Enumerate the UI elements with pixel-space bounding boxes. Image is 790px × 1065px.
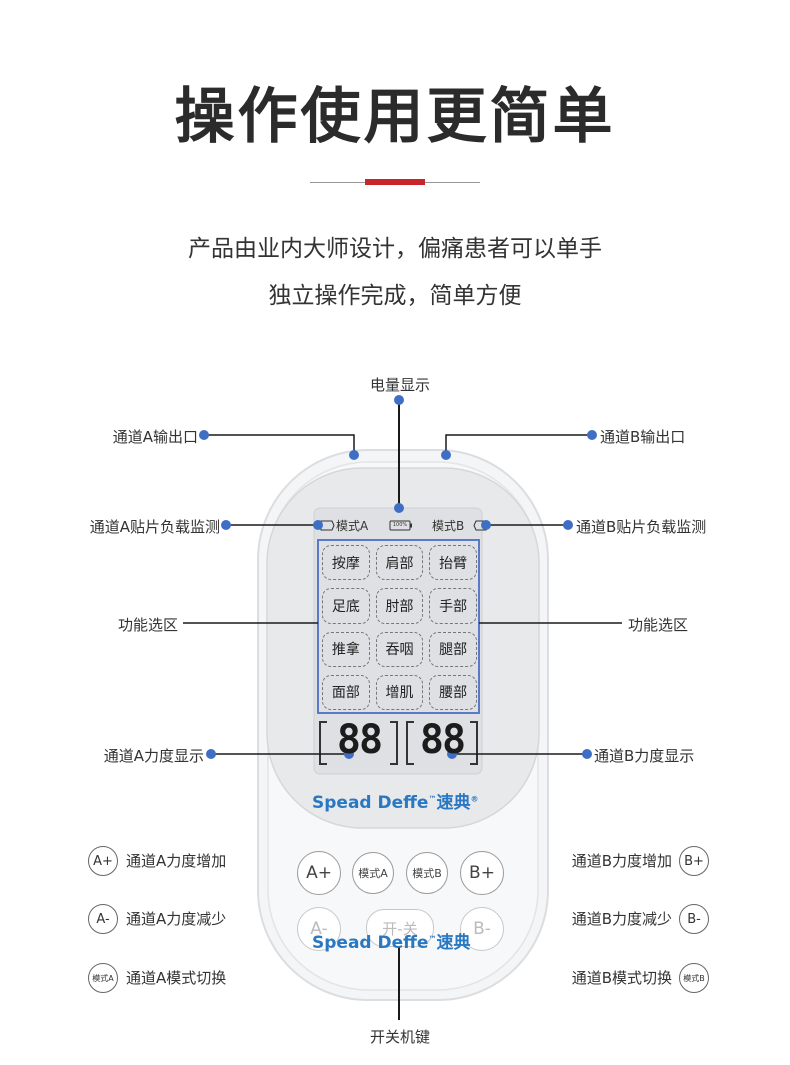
brand-name: Spead Deffe (312, 793, 429, 813)
function-cell: 按摩 (322, 545, 370, 581)
mode-b-button[interactable]: 模式B (406, 852, 448, 894)
legend-icon: B- (679, 904, 709, 934)
intensity-b-dot-label (582, 749, 592, 759)
description-line-2: 独立操作完成，简单方便 (268, 283, 522, 309)
power-button[interactable]: 开-关 (366, 909, 434, 947)
legend-label: 通道B力度增加 (571, 852, 672, 870)
function-cell: 推拿 (322, 631, 370, 667)
intensity-b-dot-digits (447, 749, 457, 759)
digits-b-bracket-right (470, 721, 478, 765)
a-minus-button[interactable]: A- (297, 907, 341, 951)
digits-a-bracket-left (319, 721, 327, 765)
function-cell: 腿部 (429, 631, 477, 667)
channel-b-output-dot-port (441, 450, 451, 460)
brand-watermark-tm: ™ (428, 934, 437, 944)
channel-b-output-line (445, 434, 592, 455)
function-area-left-label: 功能选区 (117, 616, 178, 634)
pad-b-dot-label (563, 520, 573, 530)
battery-dot-top (394, 395, 404, 405)
function-cell: 手部 (429, 588, 477, 624)
function-cell: 吞咽 (375, 631, 424, 667)
function-grid-frame (317, 539, 480, 714)
channel-a-output-label: 通道A输出口 (112, 428, 198, 446)
legend-icon: 模式B (679, 963, 709, 993)
brand-reg: ® (470, 794, 479, 804)
battery-level-text: 100% (392, 522, 408, 528)
mode-a-indicator: 模式A (336, 519, 369, 533)
battery-terminal (410, 523, 412, 528)
brand-watermark: Spead Deffe™速典 (312, 928, 470, 953)
brand-name-cn: 速典 (436, 793, 471, 813)
channel-a-output-dot-label (199, 430, 209, 440)
title-divider-accent (365, 179, 425, 185)
b-minus-button[interactable]: B- (460, 907, 504, 951)
description-line-1: 产品由业内大师设计，偏痛患者可以单手 (188, 236, 602, 262)
channel-a-digits: 88 (336, 717, 383, 763)
legend-label: 通道B模式切换 (571, 969, 672, 987)
function-cell: 足底 (322, 588, 370, 624)
battery-display-label: 电量显示 (369, 376, 430, 394)
function-cell: 增肌 (375, 674, 424, 710)
function-cell: 肩部 (375, 545, 424, 581)
legend-icon: A+ (88, 846, 118, 876)
function-cell: 抬臂 (429, 545, 477, 581)
page-title: 操作使用更简单 (174, 82, 616, 152)
legend-label: 通道B力度减少 (571, 910, 672, 928)
mode-b-indicator: 模式B (432, 519, 465, 533)
brand-watermark-cn: 速典 (436, 933, 471, 953)
channel-b-digits: 88 (419, 717, 466, 763)
channel-b-intensity-label: 通道B力度显示 (594, 747, 695, 765)
legend-label: 通道A力度减少 (126, 910, 227, 928)
legend-label: 通道A模式切换 (126, 969, 227, 987)
channel-a-pad-monitor-label: 通道A贴片负载监测 (89, 518, 220, 536)
pad-b-dot-icon (481, 520, 491, 530)
pad-a-dot-label (221, 520, 231, 530)
channel-b-pad-monitor-label: 通道B贴片负载监测 (576, 518, 707, 536)
brand-logo: Spead Deffe™速典® (312, 788, 478, 813)
intensity-a-dot-label (206, 749, 216, 759)
a-plus-button[interactable]: A+ (297, 851, 341, 895)
function-cell: 面部 (322, 674, 370, 710)
function-area-right-label: 功能选区 (628, 616, 689, 634)
channel-a-intensity-label: 通道A力度显示 (103, 747, 204, 765)
legend-label: 通道A力度增加 (126, 852, 227, 870)
legend-icon: 模式A (88, 963, 118, 993)
channel-b-output-label: 通道B输出口 (600, 428, 686, 446)
channel-b-output-dot-label (587, 430, 597, 440)
channel-a-output-dot-port (349, 450, 359, 460)
intensity-a-dot-digits (344, 749, 354, 759)
brand-tm: ™ (428, 794, 437, 804)
digits-a-bracket-right (390, 721, 398, 765)
function-cell: 腰部 (429, 674, 477, 710)
legend-icon: B+ (679, 846, 709, 876)
power-key-label: 开关机键 (369, 1028, 430, 1046)
brand-watermark-name: Spead Deffe (312, 933, 429, 953)
b-plus-button[interactable]: B+ (460, 851, 504, 895)
channel-a-output-line (204, 434, 355, 455)
function-grid: 按摩肩部抬臂足底肘部手部推拿吞咽腿部面部增肌腰部 (318, 540, 479, 713)
digits-b-bracket-left (406, 721, 414, 765)
legend-icon: A- (88, 904, 118, 934)
mode-a-button[interactable]: 模式A (352, 852, 394, 894)
function-cell: 肘部 (375, 588, 424, 624)
battery-dot-bottom (394, 503, 404, 513)
pad-a-dot-icon (313, 520, 323, 530)
